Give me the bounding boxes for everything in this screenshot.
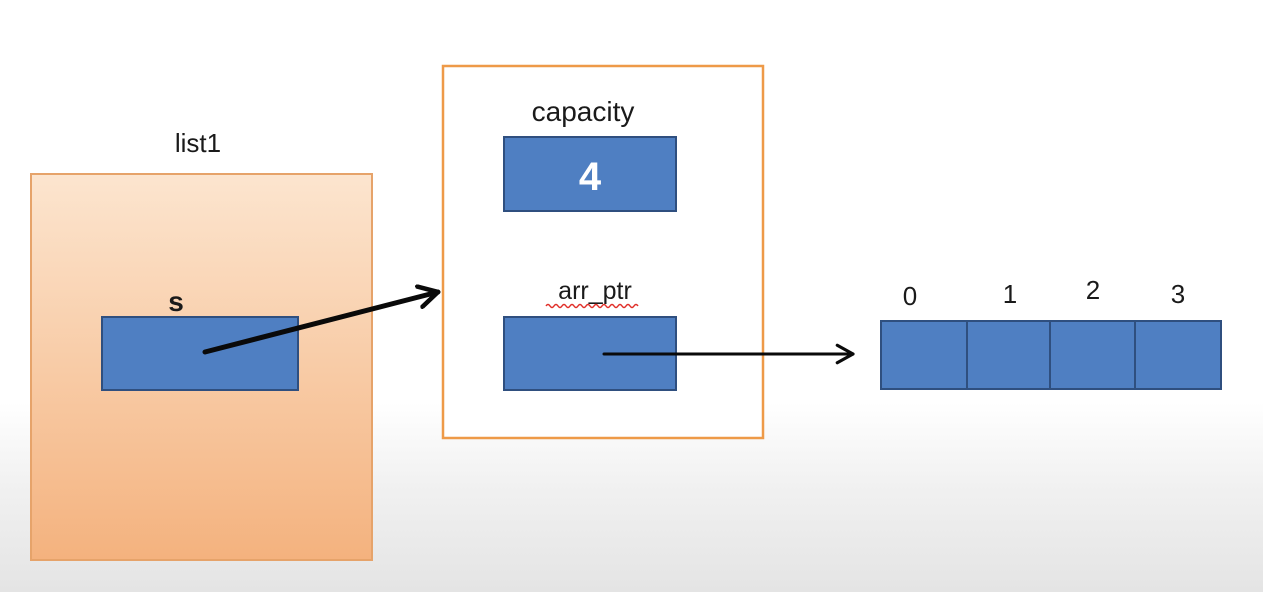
field-s-cell xyxy=(101,316,299,391)
pointer-arrow-s-to-struct xyxy=(202,292,441,355)
array-cell-3 xyxy=(1134,320,1222,390)
capacity-label: capacity xyxy=(532,96,635,127)
array-cell-2 xyxy=(1049,320,1136,390)
array-cell-0 xyxy=(880,320,968,390)
spellcheck-underline xyxy=(545,303,639,309)
array-index-3: 3 xyxy=(1171,279,1185,309)
array-cell-1 xyxy=(966,320,1051,390)
arr-ptr-label: arr_ptr xyxy=(558,277,632,305)
array-index-0: 0 xyxy=(903,281,917,311)
field-s-label: s xyxy=(168,286,184,317)
array-index-2: 2 xyxy=(1086,275,1100,305)
array-index-1: 1 xyxy=(1003,279,1017,309)
array: 0 1 2 3 xyxy=(880,275,1222,390)
capacity-cell xyxy=(503,136,677,212)
list1-label: list1 xyxy=(175,128,221,158)
capacity-value: 4 xyxy=(579,155,602,199)
